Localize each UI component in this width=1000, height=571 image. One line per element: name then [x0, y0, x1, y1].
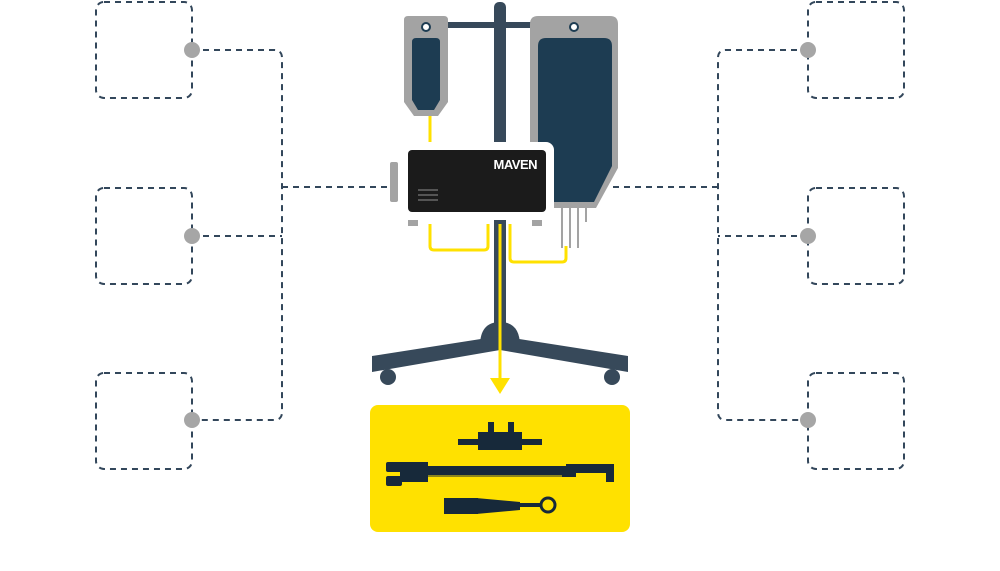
iv-bag-small	[404, 16, 448, 116]
connector-dot-right-2	[800, 228, 816, 244]
right-branch	[612, 1, 905, 470]
tube-loop-left	[428, 224, 490, 252]
iv-bag-large-fluid	[538, 38, 612, 202]
instrument-panel	[370, 405, 630, 532]
connector-icon	[458, 422, 542, 450]
tube-loop-right	[508, 224, 568, 264]
iv-bag-large-outlet-lines	[561, 208, 587, 248]
iv-bag-small-fluid	[412, 38, 440, 110]
control-unit-foot-left	[408, 218, 418, 226]
control-unit-foot-right	[532, 218, 542, 226]
connector-dot-left-3	[184, 412, 200, 428]
iv-bag-small-hook-icon	[421, 22, 431, 32]
left-bracket-connector	[192, 49, 390, 421]
left-branch	[95, 1, 390, 470]
syringe-icon	[444, 496, 557, 514]
brand-logo: MAVEN	[494, 157, 538, 172]
vent-grille-icon	[418, 189, 438, 201]
iv-bag-large-hook-icon	[569, 22, 579, 32]
control-unit-side-clamp	[390, 162, 398, 202]
tubing-lines	[428, 116, 568, 380]
placeholder-box-left-2	[95, 187, 193, 285]
control-unit: MAVEN	[390, 142, 554, 226]
connector-dot-right-3	[800, 412, 816, 428]
caster-wheel-right	[604, 369, 620, 385]
connector-dot-left-1	[184, 42, 200, 58]
right-bracket-connector	[612, 49, 808, 421]
connector-dot-left-2	[184, 228, 200, 244]
placeholder-box-left-1	[95, 1, 193, 99]
down-arrow-icon	[490, 378, 510, 394]
control-unit-body	[408, 150, 546, 212]
placeholder-box-right-3	[807, 372, 905, 470]
connector-dot-right-1	[800, 42, 816, 58]
catheter-icon	[386, 462, 614, 486]
placeholder-box-right-1	[807, 1, 905, 99]
caster-wheel-left	[380, 369, 396, 385]
pole-hanger-bar	[428, 22, 540, 28]
placeholder-box-right-2	[807, 187, 905, 285]
placeholder-box-left-3	[95, 372, 193, 470]
